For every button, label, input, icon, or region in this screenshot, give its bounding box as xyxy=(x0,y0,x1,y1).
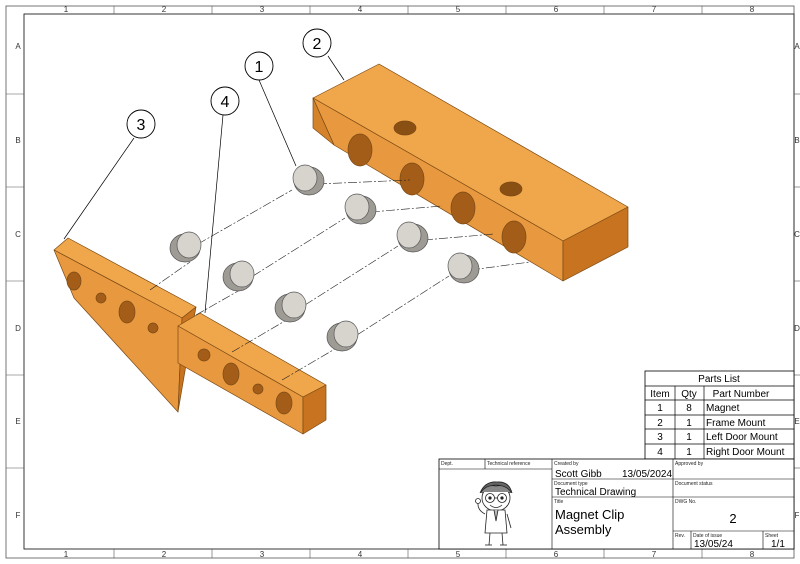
parts-list-header-qty: Qty xyxy=(681,389,697,400)
sheet-value: 1/1 xyxy=(771,539,785,550)
date-of-issue-label: Date of issue xyxy=(693,533,722,539)
zone-col-4-top: 4 xyxy=(358,5,363,14)
zone-row-a-left: A xyxy=(15,42,21,51)
parts-list-cell: 2 xyxy=(657,418,663,429)
left-door-mount-part xyxy=(53,237,197,413)
zone-col-1-bottom: 1 xyxy=(64,550,69,559)
parts-list-cell: 4 xyxy=(657,447,663,458)
zone-row-f-right: F xyxy=(795,511,800,520)
author-logo xyxy=(475,481,513,546)
zone-col-2-top: 2 xyxy=(162,5,167,14)
rev-label: Rev. xyxy=(675,533,685,539)
balloon-1-label: 1 xyxy=(255,59,264,76)
tech-ref-label: Technical reference xyxy=(487,461,531,467)
dwg-no-value: 2 xyxy=(729,511,736,526)
magnet xyxy=(447,252,480,284)
magnet xyxy=(169,231,202,263)
magnets xyxy=(169,164,480,352)
frame-mount-part xyxy=(312,63,629,282)
parts-list-cell: 3 xyxy=(657,432,663,443)
parts-list-header-item: Item xyxy=(650,389,669,400)
balloon-4: 4 xyxy=(210,86,240,116)
parts-list-title: Parts List xyxy=(698,374,740,385)
zone-col-3-bottom: 3 xyxy=(260,550,265,559)
parts-list-header-part-number: Part Number xyxy=(713,389,770,400)
zone-row-d-right: D xyxy=(794,324,800,333)
created-date-value: 13/05/2024 xyxy=(622,469,672,480)
zone-row-b-right: B xyxy=(794,136,799,145)
zone-col-1-top: 1 xyxy=(64,5,69,14)
parts-list-cell: 1 xyxy=(686,447,692,458)
zone-row-f-left: F xyxy=(16,511,21,520)
right-door-mount-part xyxy=(177,312,327,435)
title-block: Dept. Technical reference Created by Sco… xyxy=(438,458,795,550)
title-label: Title xyxy=(554,499,563,505)
magnet xyxy=(292,164,325,196)
date-of-issue-value: 13/05/24 xyxy=(694,539,733,550)
zone-ticks xyxy=(6,6,800,558)
parts-list: Parts List Item Qty Part Number 1 8 Magn… xyxy=(644,370,795,460)
dept-label: Dept. xyxy=(441,461,453,467)
zone-row-b-left: B xyxy=(15,136,20,145)
magnet xyxy=(326,320,359,352)
parts-list-cell: Right Door Mount xyxy=(706,447,785,458)
title-line-2: Assembly xyxy=(555,522,612,537)
balloon-4-label: 4 xyxy=(221,94,230,111)
zone-col-8-top: 8 xyxy=(750,5,755,14)
zone-row-c-left: C xyxy=(15,230,21,239)
balloon-1: 1 xyxy=(244,51,274,81)
zone-row-d-left: D xyxy=(15,324,21,333)
parts-list-cell: Left Door Mount xyxy=(706,432,778,443)
balloon-2: 2 xyxy=(302,28,332,58)
zone-row-c-right: C xyxy=(794,230,800,239)
balloon-leaders xyxy=(63,55,345,314)
title-line-1: Magnet Clip xyxy=(555,507,624,522)
parts-list-cell: 1 xyxy=(657,403,663,414)
zone-col-2-bottom: 2 xyxy=(162,550,167,559)
approved-by-label: Approved by xyxy=(675,461,704,467)
magnet xyxy=(344,193,377,225)
balloon-3-label: 3 xyxy=(137,117,146,134)
zone-col-5-bottom: 5 xyxy=(456,550,461,559)
magnet xyxy=(222,260,255,292)
balloon-3: 3 xyxy=(126,109,156,139)
zone-row-a-right: A xyxy=(794,42,800,51)
created-by-value: Scott Gibb xyxy=(555,469,602,480)
magnet-axis-lines xyxy=(149,179,531,381)
zone-col-6-bottom: 6 xyxy=(554,550,559,559)
zone-col-8-bottom: 8 xyxy=(750,550,755,559)
zone-col-5-top: 5 xyxy=(456,5,461,14)
dwg-no-label: DWG No. xyxy=(675,499,696,505)
zone-col-7-bottom: 7 xyxy=(652,550,657,559)
zone-col-4-bottom: 4 xyxy=(358,550,363,559)
parts-list-cell: 1 xyxy=(686,418,692,429)
zone-col-6-top: 6 xyxy=(554,5,559,14)
zone-row-e-right: E xyxy=(794,417,799,426)
zone-col-7-top: 7 xyxy=(652,5,657,14)
magnet xyxy=(396,221,429,253)
doc-type-value: Technical Drawing xyxy=(555,487,636,498)
balloon-2-label: 2 xyxy=(313,36,322,53)
parts-list-cell: Magnet xyxy=(706,403,740,414)
inner-border xyxy=(23,13,795,550)
doc-status-label: Document status xyxy=(675,481,713,487)
zone-row-e-left: E xyxy=(15,417,20,426)
parts-list-cell: 8 xyxy=(686,403,692,414)
doc-type-label: Document type xyxy=(554,481,588,487)
created-by-label: Created by xyxy=(554,461,579,467)
zone-col-3-top: 3 xyxy=(260,5,265,14)
magnet xyxy=(274,291,307,323)
parts-list-cell: 1 xyxy=(686,432,692,443)
parts-list-cell: Frame Mount xyxy=(706,418,766,429)
sheet-label: Sheet xyxy=(765,533,779,539)
